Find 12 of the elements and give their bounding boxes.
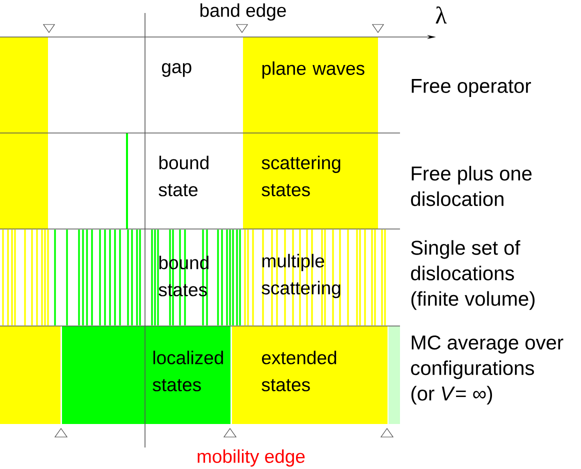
state-label: gap: [162, 63, 192, 77]
row-caption: Free plus one dislocation: [411, 166, 532, 206]
row-caption: Free operator: [412, 79, 531, 97]
row-caption: MC average over configurations (or V= ∞): [411, 335, 564, 405]
annotation: mobility edge: [198, 449, 305, 467]
row-caption: Single set of dislocations (finite volume): [411, 240, 535, 310]
state-label: scattering states: [262, 156, 340, 196]
state-label: plane waves: [262, 61, 364, 79]
state-label: extended states: [262, 350, 336, 392]
state-label: localized states: [152, 350, 223, 392]
axis-label: λ: [436, 6, 447, 24]
state-label: bound state: [158, 156, 208, 196]
